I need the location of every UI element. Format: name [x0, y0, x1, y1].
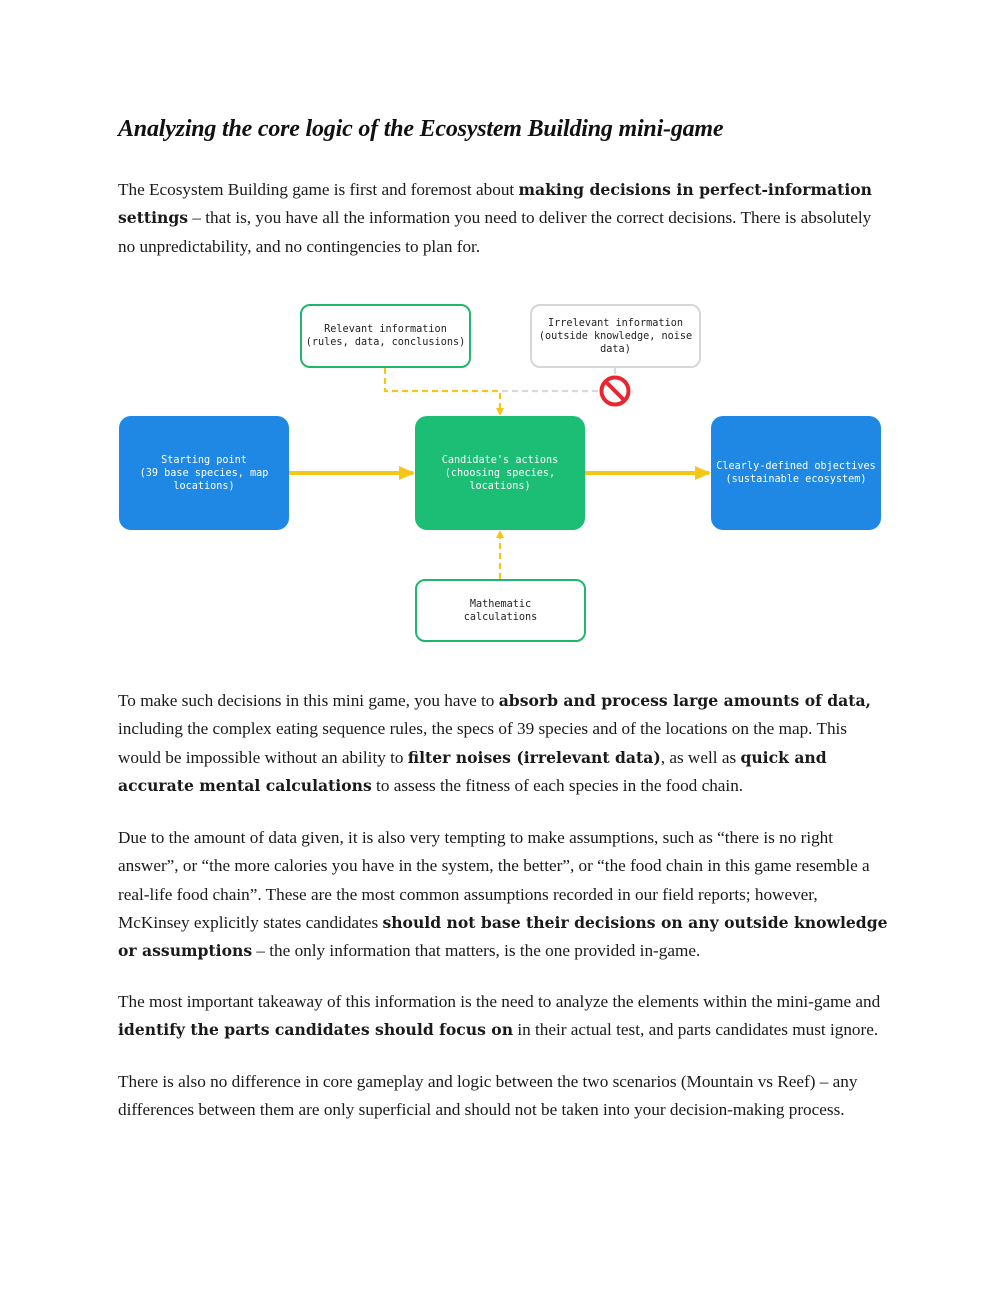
- p3-text-1: Due to the amount of data given, it is a…: [118, 828, 870, 932]
- objectives-box: Clearly-defined objectives (sustainable …: [711, 416, 881, 530]
- p2-emphasis-1: absorb and process large amounts of data…: [498, 691, 871, 710]
- candidate-actions-box: Candidate's actions (choosing species, l…: [415, 416, 585, 530]
- intro-text-2: – that is, you have all the information …: [118, 208, 872, 256]
- relevant-information-box: Relevant information (rules, data, concl…: [300, 304, 471, 368]
- assumptions-paragraph: Due to the amount of data given, it is a…: [118, 824, 888, 965]
- scenarios-paragraph: There is also no difference in core game…: [118, 1068, 888, 1125]
- p3-text-2: – the only information that matters, is …: [252, 941, 701, 961]
- irrelevant-connector: [502, 368, 617, 393]
- p2-emphasis-2: filter noises (irrelevant data): [407, 747, 661, 767]
- relevant-connector: [383, 368, 504, 416]
- p4-text-1: The most important takeaway of this info…: [118, 992, 881, 1011]
- intro-text-1: The Ecosystem Building game is first and…: [118, 180, 519, 199]
- starting-point-box: Starting point (39 base species, map loc…: [119, 416, 289, 530]
- takeaway-paragraph: The most important takeaway of this info…: [118, 988, 888, 1045]
- p2-text-1: To make such decisions in this mini game…: [118, 691, 499, 710]
- p2-text-4: to assess the fitness of each species in…: [371, 775, 744, 795]
- irrelevant-information-box: Irrelevant information (outside knowledg…: [530, 304, 701, 368]
- intro-paragraph: The Ecosystem Building game is first and…: [118, 176, 888, 261]
- p3-emphasis: should not base their decisions on any o…: [118, 912, 888, 961]
- p2-emphasis-3: quick and accurate mental calculations: [118, 747, 827, 795]
- mathematic-calculations-box: Mathematic calculations: [415, 579, 586, 642]
- p5-text: There is also no difference in core game…: [118, 1072, 858, 1120]
- data-processing-paragraph: To make such decisions in this mini game…: [118, 687, 888, 800]
- intro-emphasis: making decisions in perfect-information …: [118, 180, 872, 228]
- p4-text-2: in their actual test, and parts candidat…: [513, 1020, 879, 1040]
- p2-text-3: , as well as: [660, 747, 741, 767]
- p4-emphasis: identify the parts candidates should foc…: [118, 1020, 514, 1040]
- p2-text-2: including the complex eating sequence ru…: [118, 719, 847, 767]
- prohibited-icon: [599, 375, 631, 407]
- page-title: Analyzing the core logic of the Ecosyste…: [118, 116, 724, 142]
